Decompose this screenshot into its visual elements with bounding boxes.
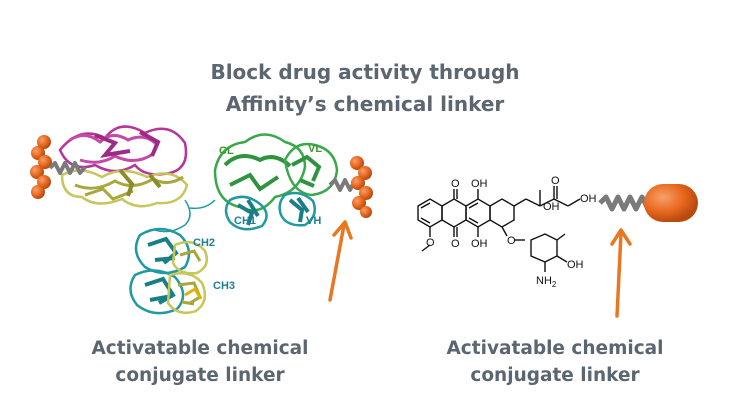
- chem-o-ring: O: [507, 235, 516, 247]
- left-caption-line-1: Activatable chemical: [91, 338, 309, 359]
- right-caption-line-1: Activatable chemical: [446, 338, 664, 359]
- left-caption-line-2: conjugate linker: [115, 365, 285, 386]
- label-ch3: CH3: [213, 280, 235, 292]
- chem-oh-bottom: OH: [471, 238, 488, 250]
- right-caption-line-2: conjugate linker: [470, 365, 640, 386]
- fab-right: [213, 133, 339, 231]
- chem-oh-top: OH: [471, 178, 488, 190]
- left-payload-cluster: [30, 135, 52, 199]
- drug-payload-capsule: [644, 184, 698, 222]
- antibody-structure: [58, 125, 339, 315]
- label-vl: VL: [308, 143, 322, 155]
- label-ch2: CH2: [193, 237, 215, 249]
- arrow-right: [610, 228, 632, 318]
- chem-oh-side: OH: [543, 201, 560, 213]
- left-linker-spring: [48, 161, 87, 175]
- arrow-left: [328, 220, 353, 302]
- title-line-1: Block drug activity through: [210, 60, 520, 84]
- chem-nh2: NH2: [536, 275, 557, 289]
- title-line-2: Affinity’s chemical linker: [225, 92, 505, 116]
- right-caption: Activatable chemical conjugate linker: [420, 335, 690, 389]
- fc-region: [129, 227, 208, 315]
- label-vh: VH: [306, 215, 321, 227]
- label-ch1: CH1: [234, 215, 256, 227]
- chem-o-top: O: [451, 178, 460, 190]
- chem-oh-sugar: OH: [567, 259, 584, 271]
- chem-o-bottom: O: [451, 238, 460, 250]
- chem-o-ketone: O: [551, 175, 560, 187]
- left-caption: Activatable chemical conjugate linker: [65, 335, 335, 389]
- chem-o-methoxy: O: [426, 237, 435, 249]
- drug-molecule: [417, 186, 581, 272]
- chem-oh-chain: OH: [580, 193, 597, 205]
- fab-left: [58, 125, 189, 208]
- antibody-payload-cluster: [350, 156, 373, 218]
- label-cl: CL: [219, 145, 234, 157]
